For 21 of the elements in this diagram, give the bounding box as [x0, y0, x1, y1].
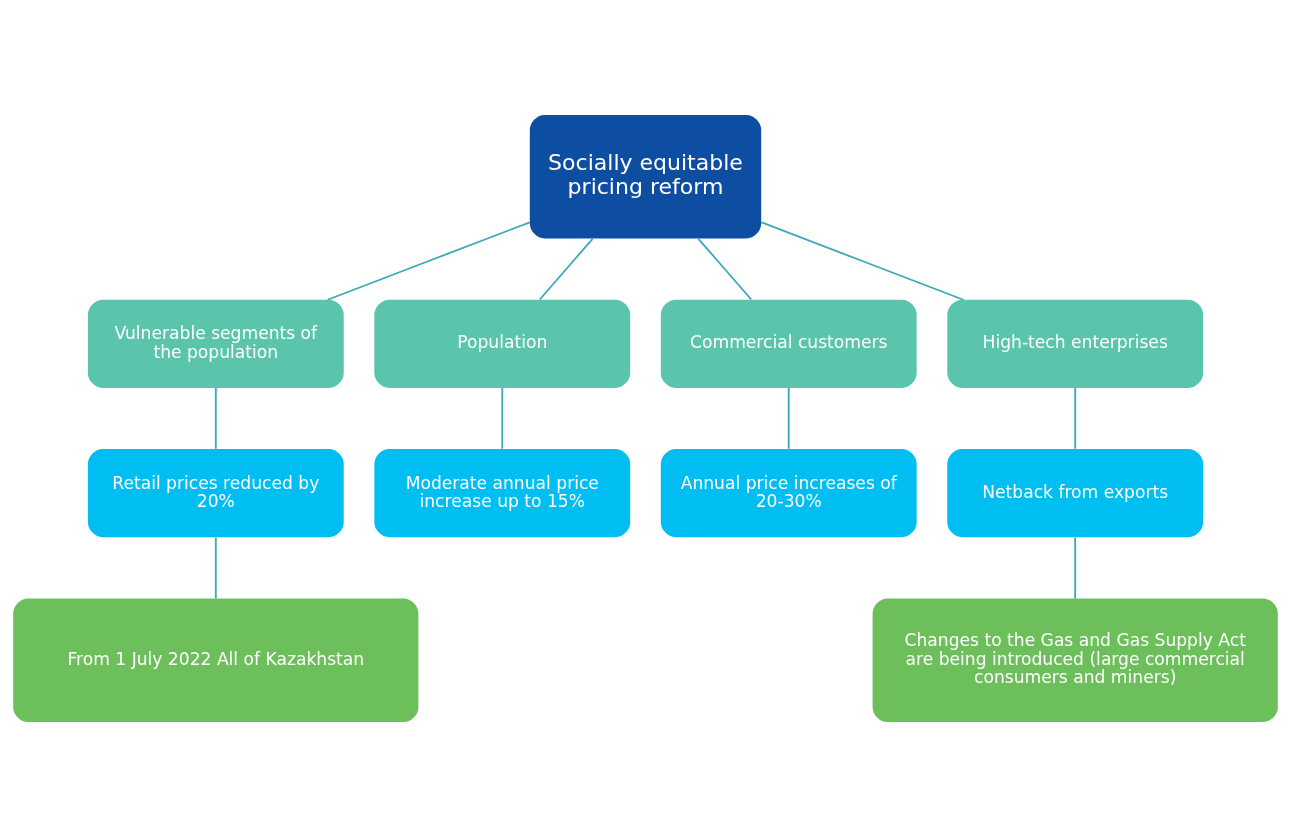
node-box: Population [374, 299, 631, 388]
connector [760, 221, 965, 301]
node-box: Annual price increases of 20-30% [660, 449, 917, 538]
connector [538, 237, 594, 301]
connector [787, 387, 790, 450]
connector [214, 536, 217, 600]
node-box: Commercial customers [660, 299, 917, 388]
connector [326, 221, 531, 301]
connector [501, 387, 504, 450]
node-box: Moderate annual price increase up to 15% [374, 449, 631, 538]
node-box: Changes to the Gas and Gas Supply Act are being introduced (large commercial consumers and miners) [872, 598, 1278, 723]
node-box: Vulnerable segments of the population [87, 299, 344, 388]
node-box: High-tech enterprises [947, 299, 1204, 388]
node-box: From 1 July 2022 All of Kazakhstan [13, 598, 419, 723]
connector [1074, 387, 1077, 450]
connector [1074, 536, 1077, 600]
connector [214, 387, 217, 450]
connector [697, 237, 753, 301]
node-box: Retail prices reduced by 20% [87, 449, 344, 538]
node-box: Netback from exports [947, 449, 1204, 538]
node-box: Socially equitable pricing reform [529, 114, 762, 239]
